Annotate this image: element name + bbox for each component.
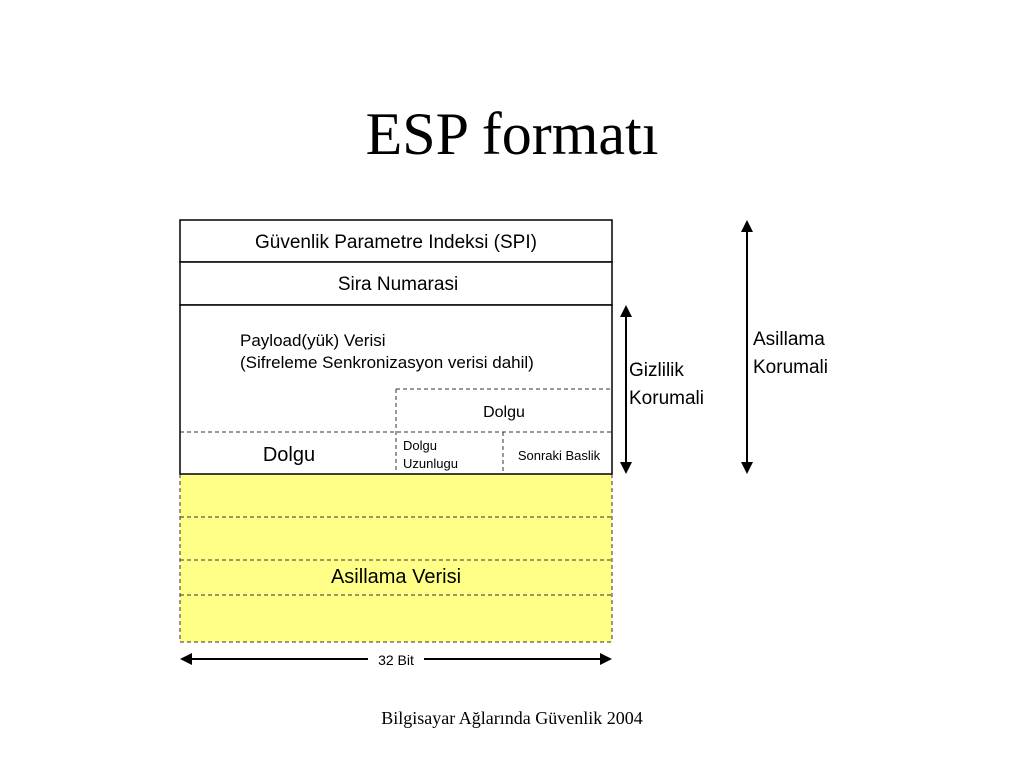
spi-field bbox=[179, 219, 613, 263]
authentication-label-line1: Asillama bbox=[753, 329, 825, 350]
slide-title: ESP formatı bbox=[365, 101, 659, 167]
auth-data-dashed-lines bbox=[179, 474, 613, 643]
payload-label-line1: Payload(yük) Verisi bbox=[240, 331, 386, 350]
auth-data-block bbox=[180, 474, 612, 642]
spi-label: Güvenlik Parametre Indeksi (SPI) bbox=[255, 232, 537, 253]
payload-dashed-lines bbox=[180, 388, 612, 474]
width-label-background bbox=[368, 650, 424, 668]
slide-footer: Bilgisayar Ağlarında Güvenlik 2004 bbox=[381, 708, 643, 728]
payload-label-line2: (Sifreleme Senkronizasyon verisi dahil) bbox=[240, 353, 534, 372]
next-header-label: Sonraki Baslik bbox=[518, 448, 601, 463]
sequence-field bbox=[179, 261, 613, 306]
confidentiality-label-line1: Gizlilik bbox=[629, 360, 684, 381]
pad-length-label-line2: Uzunlugu bbox=[403, 456, 458, 471]
pad-length-label-line1: Dolgu bbox=[403, 438, 437, 453]
authentication-label-line2: Korumali bbox=[753, 357, 828, 378]
width-label: 32 Bit bbox=[378, 652, 414, 668]
padding-upper-label: Dolgu bbox=[483, 404, 525, 421]
sequence-label: Sira Numarasi bbox=[338, 274, 458, 295]
auth-data-label: Asillama Verisi bbox=[331, 566, 461, 588]
confidentiality-label-line2: Korumali bbox=[629, 388, 704, 409]
padding-lower-label: Dolgu bbox=[263, 444, 315, 466]
